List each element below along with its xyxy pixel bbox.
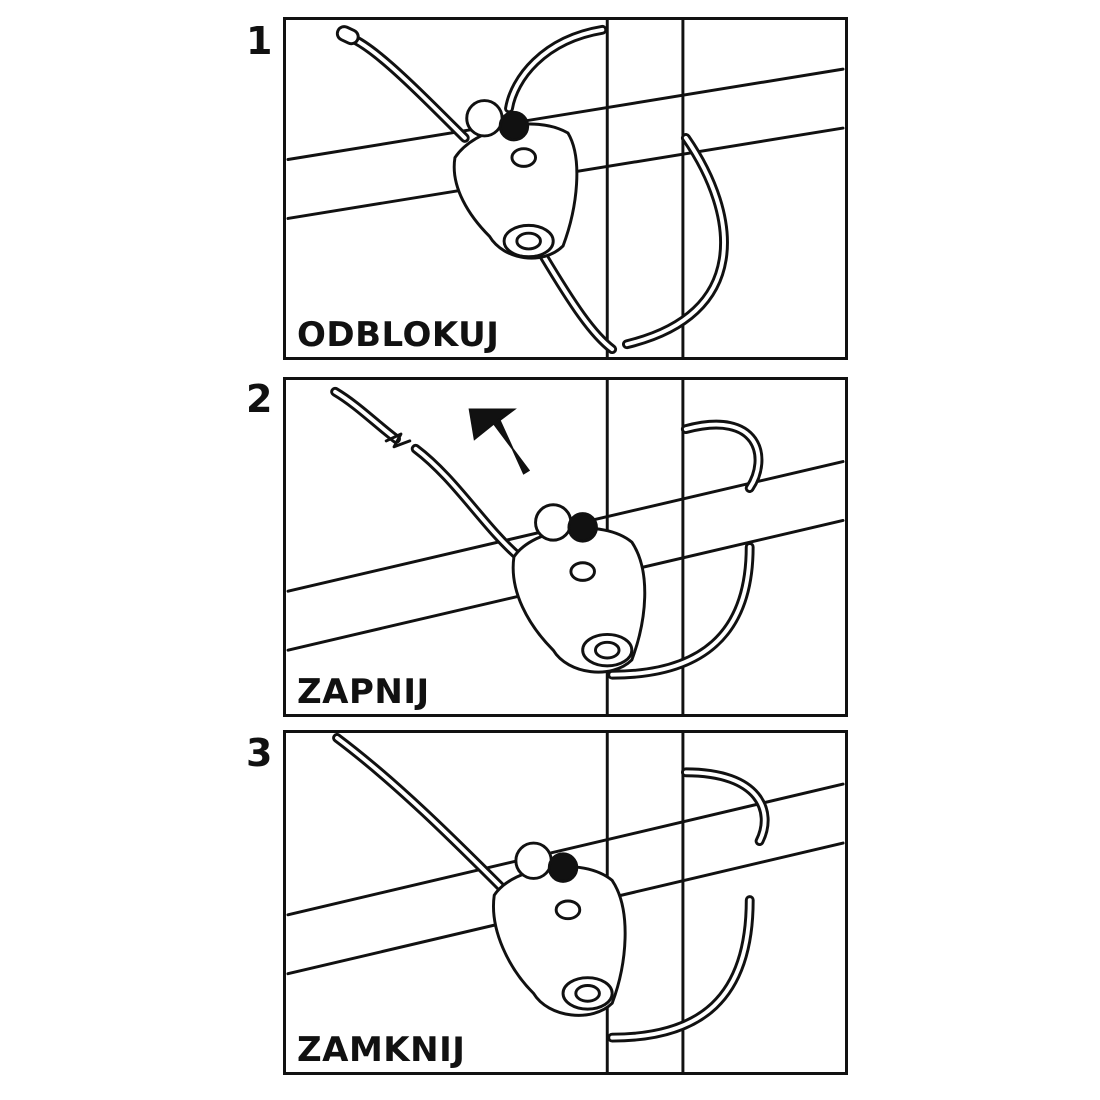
step-3-number: 3 [246, 731, 273, 775]
step-1-number: 1 [246, 19, 273, 63]
step-1-label: ODBLOKUJ [293, 315, 504, 355]
step-1-illustration [286, 20, 845, 357]
step-2-illustration [286, 380, 845, 714]
step-3-label: ZAMKNIJ [293, 1030, 470, 1070]
cable-lock-icon [452, 99, 579, 260]
step-3-panel: ZAMKNIJ [283, 730, 848, 1075]
up-arrow-icon [468, 408, 531, 475]
step-1-panel: ODBLOKUJ [283, 17, 848, 360]
step-2-number: 2 [246, 377, 273, 421]
step-3-illustration [286, 733, 845, 1072]
step-2-panel: ZAPNIJ [283, 377, 848, 717]
step-2-label: ZAPNIJ [293, 672, 434, 712]
